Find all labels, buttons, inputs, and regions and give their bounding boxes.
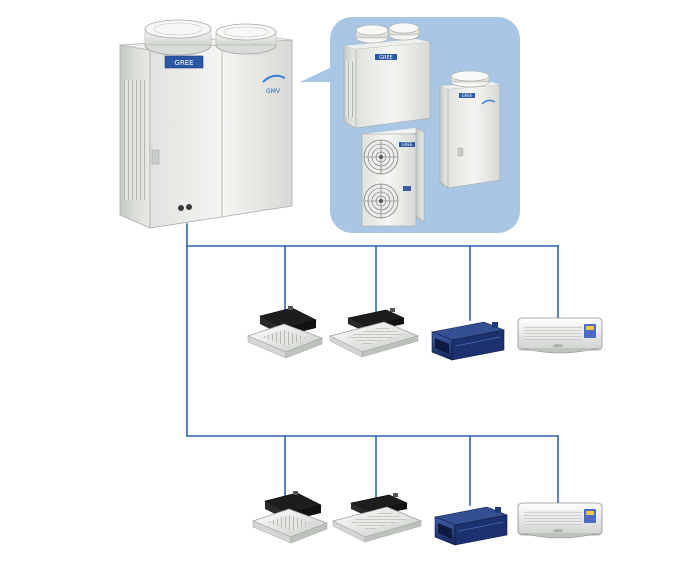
main-unit-brand-text: GREE: [174, 59, 193, 67]
main-unit-fan-left: [144, 19, 212, 56]
callout-pointer: [300, 66, 334, 82]
indoor-unit-two-way-cassette: [332, 493, 423, 543]
callout-unit-3-fan-bottom: [363, 183, 399, 219]
callout-unit-top-discharge: GREE: [343, 22, 431, 129]
main-unit-fan-right: [215, 23, 277, 55]
callout-panel: GREE GREE: [330, 17, 520, 233]
main-unit-pipe-valves: [178, 204, 192, 211]
main-outdoor-unit: GREE GMV: [119, 19, 293, 229]
indoor-row-lower: GREE: [252, 491, 603, 546]
callout-unit-3-brand: GREE: [402, 142, 413, 147]
indoor-unit-wall-mounted: GREE: [517, 317, 603, 354]
refrigerant-piping: [186, 223, 559, 506]
callout-unit-compact-top-discharge: GREE: [439, 70, 501, 189]
main-unit-series-badge: GMV: [262, 74, 286, 95]
wall-unit-logo-text: GREE: [553, 529, 563, 533]
main-unit-brand-badge: GREE: [164, 55, 204, 69]
callout-unit-dual-fan-side-discharge: GREE: [361, 127, 425, 227]
indoor-units: GREE GREE: [247, 306, 603, 546]
wall-unit-logo-text: GREE: [553, 344, 563, 348]
callout-unit-1-brand: GREE: [379, 55, 393, 61]
indoor-unit-four-way-cassette: [247, 306, 323, 359]
indoor-unit-wall-mounted: GREE: [517, 502, 603, 539]
indoor-unit-two-way-cassette: [329, 308, 420, 358]
callout-unit-3-fan-top: [363, 139, 399, 175]
indoor-unit-four-way-cassette: [252, 491, 328, 544]
indoor-row-upper: GREE: [247, 306, 603, 361]
indoor-unit-ducted: [433, 506, 509, 546]
main-unit-series-text: GMV: [266, 88, 281, 95]
indoor-unit-ducted: [430, 321, 506, 361]
callout-unit-2-brand: GREE: [462, 93, 473, 98]
